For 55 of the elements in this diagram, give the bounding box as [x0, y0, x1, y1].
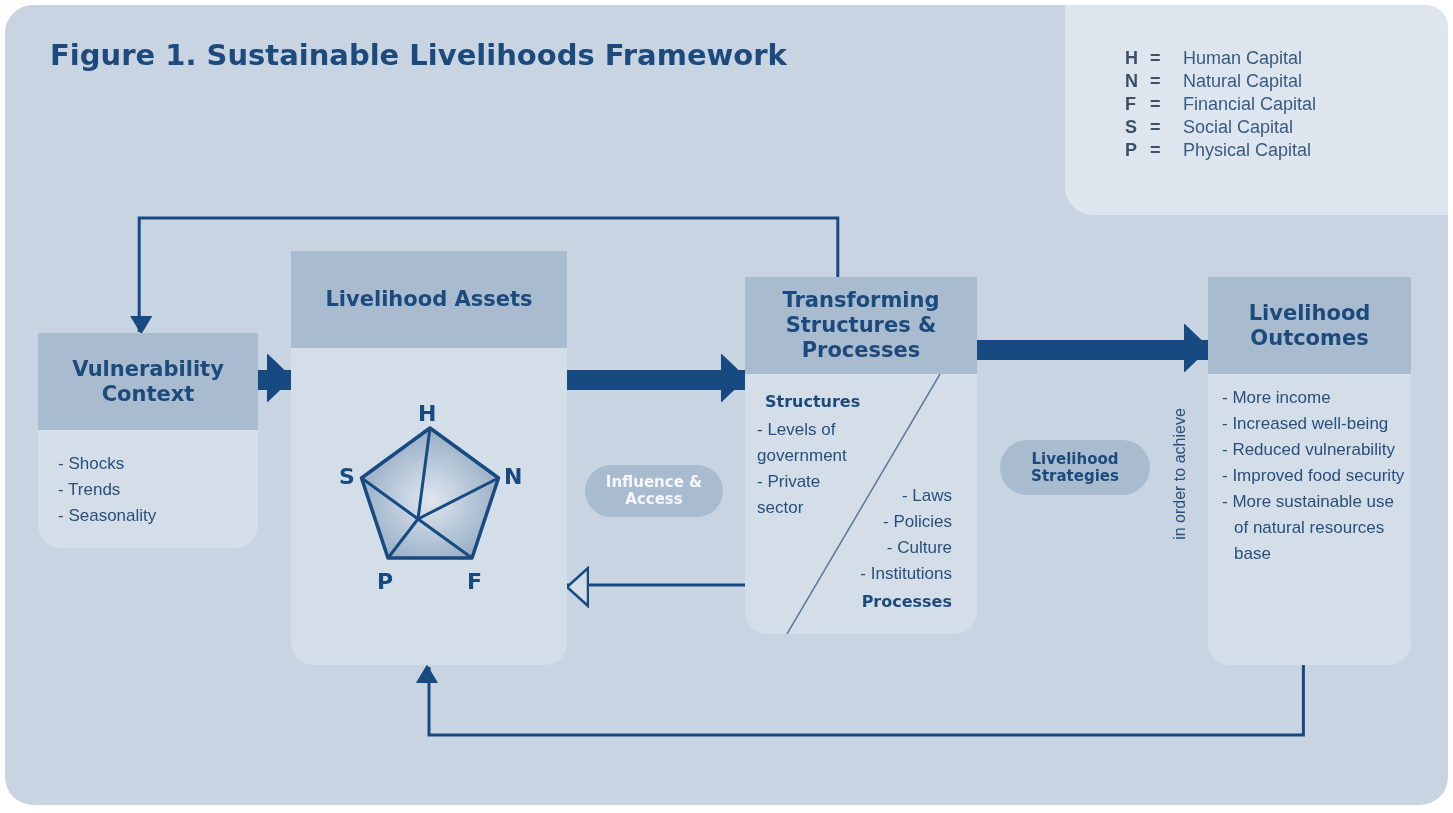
legend-key: F [1125, 93, 1136, 116]
equals-sign: = [1150, 93, 1161, 116]
list-item: - Trends [58, 479, 122, 501]
arrow [416, 665, 1305, 737]
list-item: - Seasonality [58, 505, 158, 527]
framework-box [745, 277, 977, 634]
arrow [567, 354, 747, 402]
legend-text: Human Capital [1183, 47, 1303, 70]
list-item: - More sustainable use of natural resources base [1222, 491, 1395, 565]
list-item: - Reduced vulnerability [1222, 439, 1396, 461]
list-item: - Improved food security [1222, 465, 1406, 487]
list-item: - Increased well-being [1222, 413, 1390, 435]
capital-letter: P [377, 569, 394, 595]
rounded-label [585, 465, 723, 517]
pill-text: Influence & Access [604, 474, 704, 508]
list-item: - Laws [901, 485, 952, 507]
framework-box [38, 333, 258, 548]
legend-key: N [1125, 70, 1138, 93]
arrow [130, 216, 840, 334]
box-heading: Livelihood Outcomes [1208, 277, 1411, 374]
capital-letter: F [467, 569, 483, 595]
section-heading: Structures [765, 391, 861, 413]
legend-key: P [1125, 139, 1137, 162]
list-item: - Institutions [860, 563, 952, 585]
equals-sign: = [1150, 116, 1161, 139]
section-heading: Processes [861, 591, 952, 613]
legend-text: Social Capital [1183, 116, 1294, 139]
list-item: - Levels of government [757, 419, 848, 467]
arrow [977, 324, 1210, 372]
capital-letter: N [504, 464, 523, 490]
rotated-label: in order to achieve [1170, 407, 1189, 542]
capital-letter: H [418, 401, 437, 427]
arrow [258, 354, 293, 402]
legend-key: H [1125, 47, 1138, 70]
equals-sign: = [1150, 70, 1161, 93]
box-heading: Livelihood Assets [291, 251, 567, 348]
list-item: - Private sector [757, 471, 822, 519]
list-item: - More income [1222, 387, 1332, 409]
capital-letter: S [339, 464, 355, 490]
framework-box [1208, 277, 1411, 665]
legend-text: Physical Capital [1183, 139, 1312, 162]
box-heading: Vulnerability Context [38, 333, 258, 430]
legend-panel [1065, 5, 1448, 215]
list-item: - Shocks [58, 453, 126, 475]
list-item: - Culture [886, 537, 952, 559]
list-item: - Policies [883, 511, 952, 533]
figure-title: Figure 1. Sustainable Livelihoods Framework [50, 38, 787, 72]
pill-text: Livelihood Strategies [1030, 450, 1120, 485]
equals-sign: = [1150, 139, 1161, 162]
legend-text: Natural Capital [1183, 70, 1303, 93]
box-heading: Transforming Structures & Processes [745, 277, 977, 374]
equals-sign: = [1150, 47, 1161, 70]
framework-box [291, 251, 567, 665]
legend-key: S [1125, 116, 1137, 139]
legend-text: Financial Capital [1183, 93, 1317, 116]
